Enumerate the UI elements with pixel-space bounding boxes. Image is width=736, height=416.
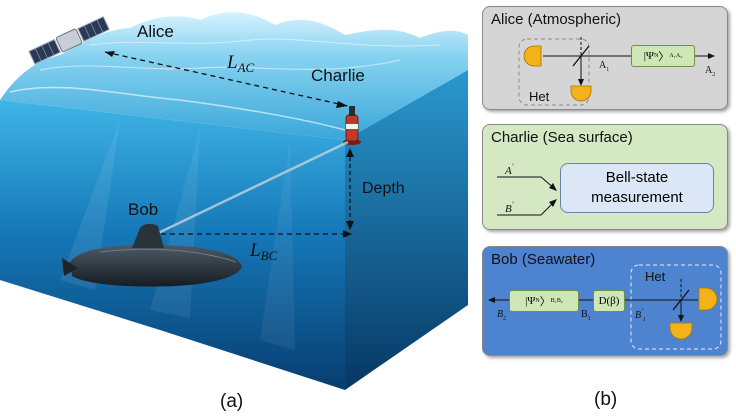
water-side — [345, 70, 468, 390]
charlie-panel: Charlie (Sea surface) Bell-state measure… — [482, 124, 728, 230]
bob-port-b1-main: B — [581, 309, 588, 320]
bob-state-tail: 〉 — [539, 296, 551, 308]
water-front — [0, 100, 345, 390]
charlie-input-b-main: B — [505, 203, 512, 215]
bob-port-b1p-sub: 1 — [642, 317, 646, 323]
alice-port-a1-sub: 1 — [606, 67, 610, 73]
alice-port-a1: A1 — [599, 60, 609, 73]
bob-state-modes: B₁B₂ — [550, 298, 563, 304]
bob-port-b1: B1 — [581, 309, 591, 322]
alice-het-label: Het — [529, 89, 550, 104]
bob-port-b1p-main: B — [635, 310, 642, 321]
bob-port-b2-sub: 2 — [503, 316, 507, 322]
satellite-icon — [28, 16, 110, 65]
beam-bob-charlie — [151, 140, 349, 238]
detector-bottom-icon — [570, 85, 592, 102]
alice-port-a2: A2 — [705, 65, 715, 78]
charlie-setup-diagram — [497, 176, 557, 216]
alice-port-a2-main: A — [705, 65, 713, 76]
detector-right-icon — [698, 287, 718, 311]
alice-state-ket: |Ψ — [643, 50, 655, 62]
bob-port-b1p-mark: ' — [641, 307, 643, 316]
bell-measurement-line2: measurement — [591, 189, 683, 206]
detector-left-icon — [523, 45, 542, 67]
charlie-panel-title: Charlie (Sea surface) — [491, 129, 633, 146]
alice-state-tail: 〉 — [658, 51, 670, 63]
bob-port-b1prime: B'1 — [635, 307, 646, 323]
displacement-label: D(β) — [598, 295, 620, 307]
lac-label: LAC — [227, 52, 254, 76]
charlie-input-a-main: A — [505, 165, 512, 177]
caption-a: (a) — [220, 391, 244, 412]
alice-state-n: N — [654, 53, 659, 59]
bob-port-b1-sub: 1 — [587, 316, 591, 322]
charlie-input-b: B' — [505, 200, 513, 215]
alice-port-a2-sub: 2 — [712, 72, 716, 78]
scene-illustration — [0, 12, 468, 390]
caption-b: (b) — [594, 389, 618, 410]
bob-state-ket: |Ψ — [525, 295, 536, 307]
link-alice-charlie — [104, 51, 349, 107]
charlie-input-b-mark: ' — [511, 200, 514, 209]
charlie-input-a: A' — [505, 162, 513, 177]
lbc-label: LBC — [250, 240, 277, 264]
submarine-icon — [62, 223, 242, 287]
bell-measurement-line1: Bell-state — [605, 169, 669, 186]
bob-port-b2-main: B — [497, 309, 504, 320]
bell-measurement-box: Bell-state measurement — [560, 163, 714, 213]
lac-main: L — [227, 52, 238, 73]
alice-label: Alice — [137, 22, 174, 41]
charlie-label: Charlie — [311, 66, 365, 85]
lac-sub: AC — [237, 60, 255, 75]
charlie-input-a-mark: ' — [511, 162, 514, 171]
depth-label: Depth — [362, 180, 405, 197]
bob-panel-title: Bob (Seawater) — [491, 251, 596, 268]
alice-panel-title: Alice (Atmospheric) — [491, 11, 622, 28]
lbc-sub: BC — [260, 248, 278, 263]
bob-label: Bob — [128, 200, 159, 219]
lbc-main: L — [250, 240, 261, 261]
alice-state-modes: A₁A₂ — [669, 53, 683, 59]
displacement-box: D(β) — [593, 290, 625, 312]
alice-port-a1-main: A — [599, 60, 607, 71]
bob-het-label: Het — [645, 269, 666, 284]
bob-state-n: N — [535, 298, 540, 304]
detector-bottom-icon — [669, 322, 693, 340]
bob-port-b2: B2 — [497, 309, 506, 322]
